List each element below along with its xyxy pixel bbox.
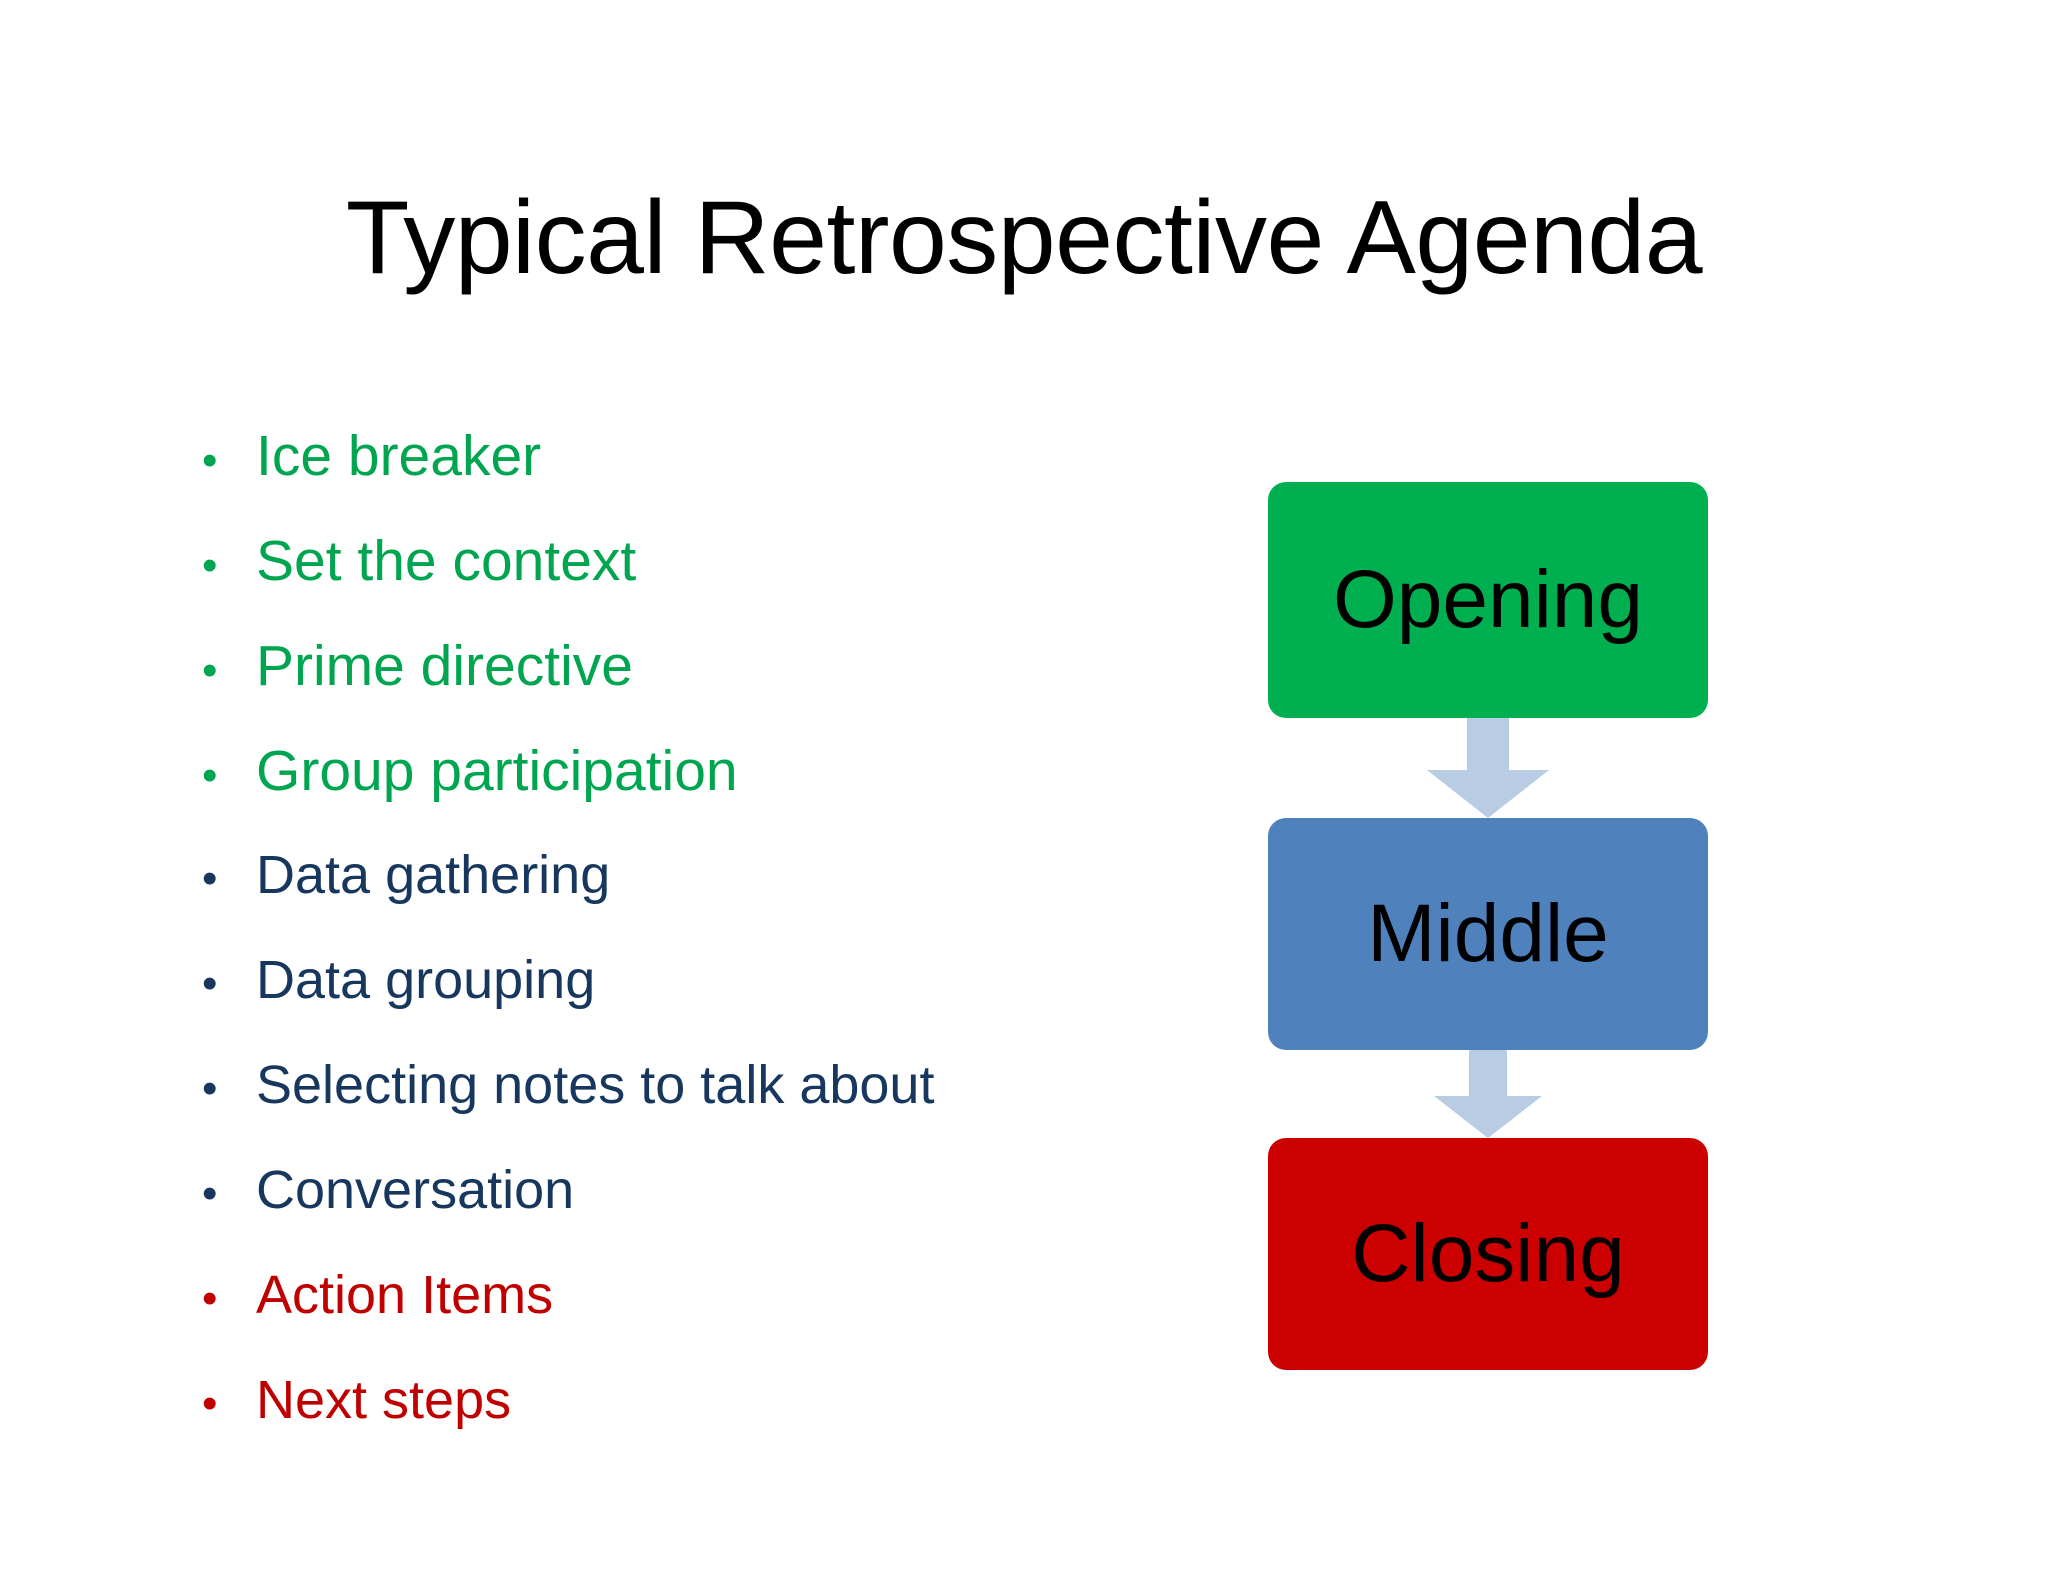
bullet-dot-icon: • xyxy=(202,854,218,903)
list-item-label: Action Items xyxy=(256,1265,554,1325)
bullet-dot-icon: • xyxy=(202,436,218,485)
list-item-label: Next steps xyxy=(256,1370,512,1430)
list-item[interactable]: • Set the context xyxy=(196,533,1206,638)
list-item[interactable]: • Conversation xyxy=(196,1163,1206,1268)
list-item-label: Data gathering xyxy=(256,845,611,905)
list-item[interactable]: • Next steps xyxy=(196,1373,1206,1478)
bullet-dot-icon: • xyxy=(202,1064,218,1113)
bullet-dot-icon: • xyxy=(202,751,218,800)
list-item-label: Conversation xyxy=(256,1160,575,1220)
bullet-dot-icon: • xyxy=(202,1274,218,1323)
flow-connector-opening-to-middle xyxy=(1268,718,1708,818)
list-item[interactable]: • Data grouping xyxy=(196,953,1206,1058)
down-arrow-icon xyxy=(1434,1050,1542,1138)
bullet-dot-icon: • xyxy=(202,1379,218,1428)
list-item-label: Set the context xyxy=(256,529,637,593)
bullet-dot-icon: • xyxy=(202,959,218,1008)
bullet-dot-icon: • xyxy=(202,646,218,695)
list-item[interactable]: • Selecting notes to talk about xyxy=(196,1058,1206,1163)
agenda-bullet-list: • Ice breaker • Set the context • Prime … xyxy=(196,428,1206,1478)
list-item[interactable]: • Group participation xyxy=(196,743,1206,848)
bullet-dot-icon: • xyxy=(202,1169,218,1218)
bullet-dot-icon: • xyxy=(202,541,218,590)
flow-node-opening[interactable]: Opening xyxy=(1268,482,1708,718)
retrospective-flowchart: Opening Middle Closing xyxy=(1268,482,1708,1370)
list-item[interactable]: • Prime directive xyxy=(196,638,1206,743)
list-item-label: Ice breaker xyxy=(256,424,542,488)
list-item[interactable]: • Data gathering xyxy=(196,848,1206,953)
flow-connector-middle-to-closing xyxy=(1268,1050,1708,1138)
flow-node-closing[interactable]: Closing xyxy=(1268,1138,1708,1370)
list-item-label: Selecting notes to talk about xyxy=(256,1055,935,1115)
list-item[interactable]: • Ice breaker xyxy=(196,428,1206,533)
flow-node-middle[interactable]: Middle xyxy=(1268,818,1708,1050)
list-item-label: Group participation xyxy=(256,739,738,803)
page-title: Typical Retrospective Agenda xyxy=(345,180,1703,296)
down-arrow-icon xyxy=(1427,718,1549,818)
list-item-label: Data grouping xyxy=(256,950,596,1010)
list-item-label: Prime directive xyxy=(256,634,633,698)
list-item[interactable]: • Action Items xyxy=(196,1268,1206,1373)
